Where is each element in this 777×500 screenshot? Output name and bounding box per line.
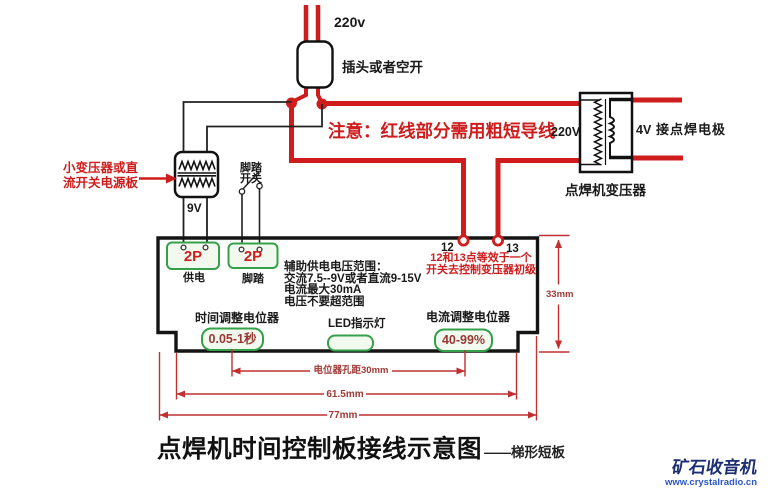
- terminal-13-label: 13: [506, 243, 519, 255]
- terminal-ring-13: [491, 234, 504, 247]
- time-pot-label: 时间调整电位器: [195, 310, 280, 325]
- mains-red-wiring: [289, 5, 683, 236]
- welder-primary-winding: [592, 98, 604, 166]
- watermark-site: www.crystalradio.cn: [664, 477, 757, 488]
- dimension-lines: [158, 234, 570, 421]
- connector-pins: [180, 244, 263, 253]
- current-pot-box: [434, 328, 493, 352]
- welder-primary-voltage-label: 220V: [551, 125, 581, 139]
- diagram-title: 点焊机时间控制板接线示意图: [157, 436, 482, 463]
- wire-plug-to-terminal-12: [289, 103, 466, 236]
- connector-foot-value: 2P: [243, 248, 263, 265]
- aux-transformer-note-line-1: 小变压器或直: [63, 161, 139, 175]
- foot-switch-blade: [241, 170, 260, 191]
- aux-winding-secondary: [178, 176, 216, 189]
- foot-switch-contact-right: [256, 182, 263, 190]
- aux-transformer-symbol: [173, 150, 220, 199]
- aux-power-note-line-4: 电压不要超范围: [284, 295, 365, 308]
- foot-switch-contact-left: [238, 188, 246, 195]
- foot-switch-label-line-2: 开关: [240, 172, 262, 185]
- wire-terminal-13-to-welder-primary-bottom: [495, 158, 581, 236]
- foot-pin-1: [238, 246, 245, 253]
- terminal-note-line-2: 开关去控制变压器初级: [426, 264, 536, 276]
- dim-61mm-label: 61.5mm: [326, 388, 364, 400]
- watermark-name: 矿石收音机: [670, 458, 759, 477]
- connector-supply-label: 供电: [183, 271, 205, 284]
- junction-dot-left: [286, 97, 297, 109]
- supply-pin-1: [180, 244, 187, 251]
- terminal-ring-12: [457, 234, 470, 247]
- mains-voltage-label: 220v: [334, 14, 366, 30]
- led-label: LED指示灯: [328, 318, 386, 330]
- electrode-label: 接点焊电极: [656, 122, 727, 137]
- dim-77mm-label: 77mm: [328, 409, 358, 421]
- current-pot-label: 电流调整电位器: [426, 310, 511, 324]
- dim-33mm-label: 33mm: [546, 288, 574, 300]
- plug-lead-bottom-left: [292, 86, 308, 104]
- aux-core: [177, 172, 216, 177]
- led-box: [327, 334, 374, 352]
- time-pot-value: 0.05-1秒: [208, 331, 257, 346]
- aux-power-note-line-3: 电流最大30mA: [284, 284, 362, 296]
- aux-output-voltage-label: 9V: [187, 201, 202, 215]
- aux-power-note-line-1: 辅助供电电压范围：: [284, 261, 388, 273]
- aux-wire-b: [206, 104, 323, 164]
- aux-transformer-note-line-2: 流开关电源板: [63, 176, 139, 190]
- connector-foot-label: 脚踏: [242, 272, 264, 285]
- connector-supply-value: 2P: [183, 247, 203, 265]
- terminal-note-line-1: 12和13点等效于一个: [430, 252, 532, 264]
- dim-pot-hole-label: 电位器孔距30mm: [313, 364, 389, 376]
- diagram-title-suffix: ——梯形短板: [484, 445, 565, 460]
- welder-transformer-label: 点焊机变压器: [565, 183, 646, 198]
- diagram-title-row: 点焊机时间控制板接线示意图 ——梯形短板: [157, 430, 565, 465]
- aux-wire-a: [182, 101, 292, 164]
- aux-winding-primary: [178, 159, 216, 172]
- foot-switch-label-line-1: 脚踏: [240, 162, 262, 174]
- plug-label: 插头或者空开: [342, 60, 423, 75]
- aux-transformer-body: [173, 150, 220, 199]
- site-watermark: 矿石收音机 www.crystalradio.cn: [664, 458, 759, 488]
- board-outline: [156, 236, 540, 353]
- welder-secondary-voltage-label: 4V: [636, 123, 652, 137]
- welder-transformer-symbol: [578, 91, 634, 174]
- foot-pin-2: [256, 246, 263, 253]
- plug-symbol: [296, 40, 334, 89]
- aux-note-arrow-head: [166, 173, 177, 184]
- current-pot-value: 40-99%: [441, 332, 486, 347]
- aux-power-note-line-2: 交流7.5--9V或者直流9-15V: [284, 272, 422, 285]
- terminal-12-label: 12: [441, 242, 454, 254]
- welder-primary-connects: [581, 99, 600, 166]
- notice-text: 注意：红线部分需用粗短导线: [328, 121, 556, 141]
- welder-secondary-winding: [607, 100, 615, 157]
- supply-pin-2: [202, 244, 209, 251]
